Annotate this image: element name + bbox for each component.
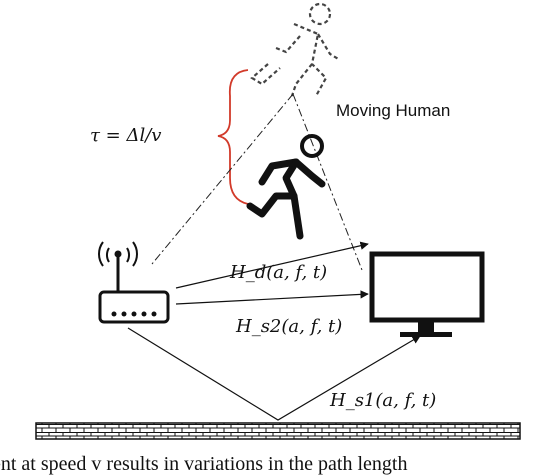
hd-label: H_d(a, f, t)	[229, 262, 327, 283]
hd-path	[175, 241, 369, 289]
delay-brace	[217, 69, 249, 205]
tau-equation: τ = Δl/v	[90, 125, 161, 146]
hs1-path	[127, 327, 421, 421]
caption-text: ent at speed v results in variations in …	[0, 453, 407, 475]
router-icon	[98, 241, 170, 324]
hs1-label: H_s1(a, f, t)	[329, 390, 436, 411]
moving-human-label: Moving Human	[336, 101, 450, 120]
brick-wall	[35, 422, 521, 440]
ghost-human-icon	[250, 2, 341, 97]
hs2-label: H_s2(a, f, t)	[235, 316, 342, 337]
reflection-cone	[151, 93, 363, 271]
hs2-path	[175, 290, 369, 305]
monitor-icon	[369, 251, 485, 337]
direct-paths	[127, 241, 421, 421]
running-human-icon	[246, 134, 326, 240]
